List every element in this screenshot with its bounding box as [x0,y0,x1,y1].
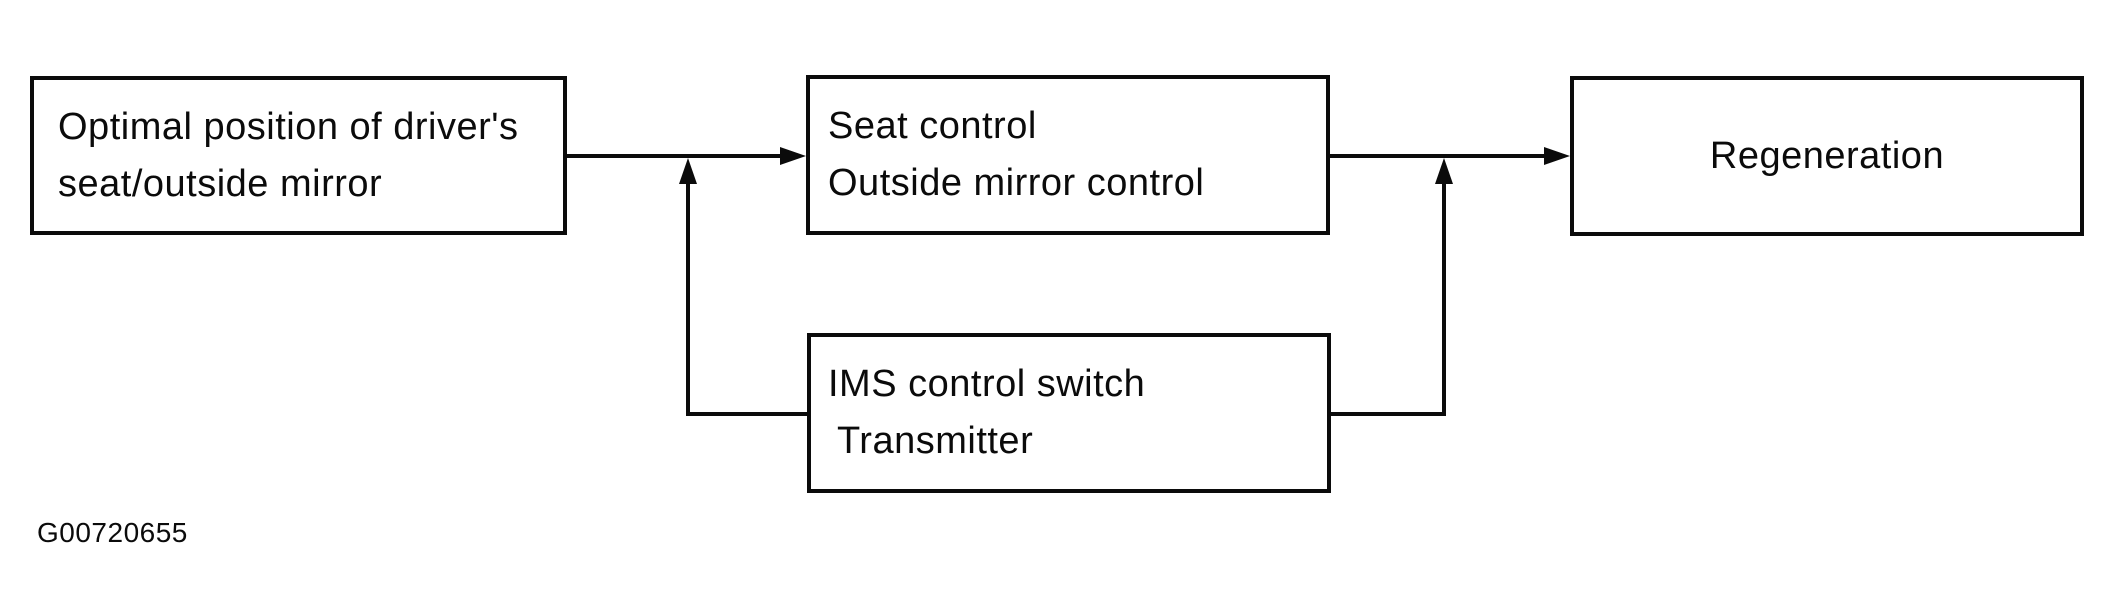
box-ims-line-1: IMS control switch [828,363,1146,405]
box-seat-control: Seat control Outside mirror control [806,75,1330,235]
box-optimal-position: Optimal position of driver's seat/outsid… [30,76,567,235]
box-ims-line-2: Transmitter [837,420,1034,462]
arrow-right-icon [780,147,806,165]
box-optimal-line-1: Optimal position of driver's [58,105,519,148]
arrow-up-icon [679,158,697,184]
box-regeneration-line-1: Regeneration [1709,134,1945,177]
connector-ims-to-seat [679,158,807,416]
figure-id: G00720655 [37,517,188,548]
box-regeneration: Regeneration [1570,76,2084,236]
arrow-up-icon [1435,158,1453,184]
box-ims-control-switch: IMS control switch Transmitter [807,333,1331,493]
arrow-right-icon [1544,147,1570,165]
connector-optimal-to-seat [567,147,806,165]
box-seat-line-2: Outside mirror control [828,162,1205,204]
box-seat-line-1: Seat control [828,105,1037,147]
connector-ims-to-regeneration [1330,158,1453,416]
box-optimal-line-2: seat/outside mirror [58,162,383,205]
connector-seat-to-regeneration [1329,147,1570,165]
